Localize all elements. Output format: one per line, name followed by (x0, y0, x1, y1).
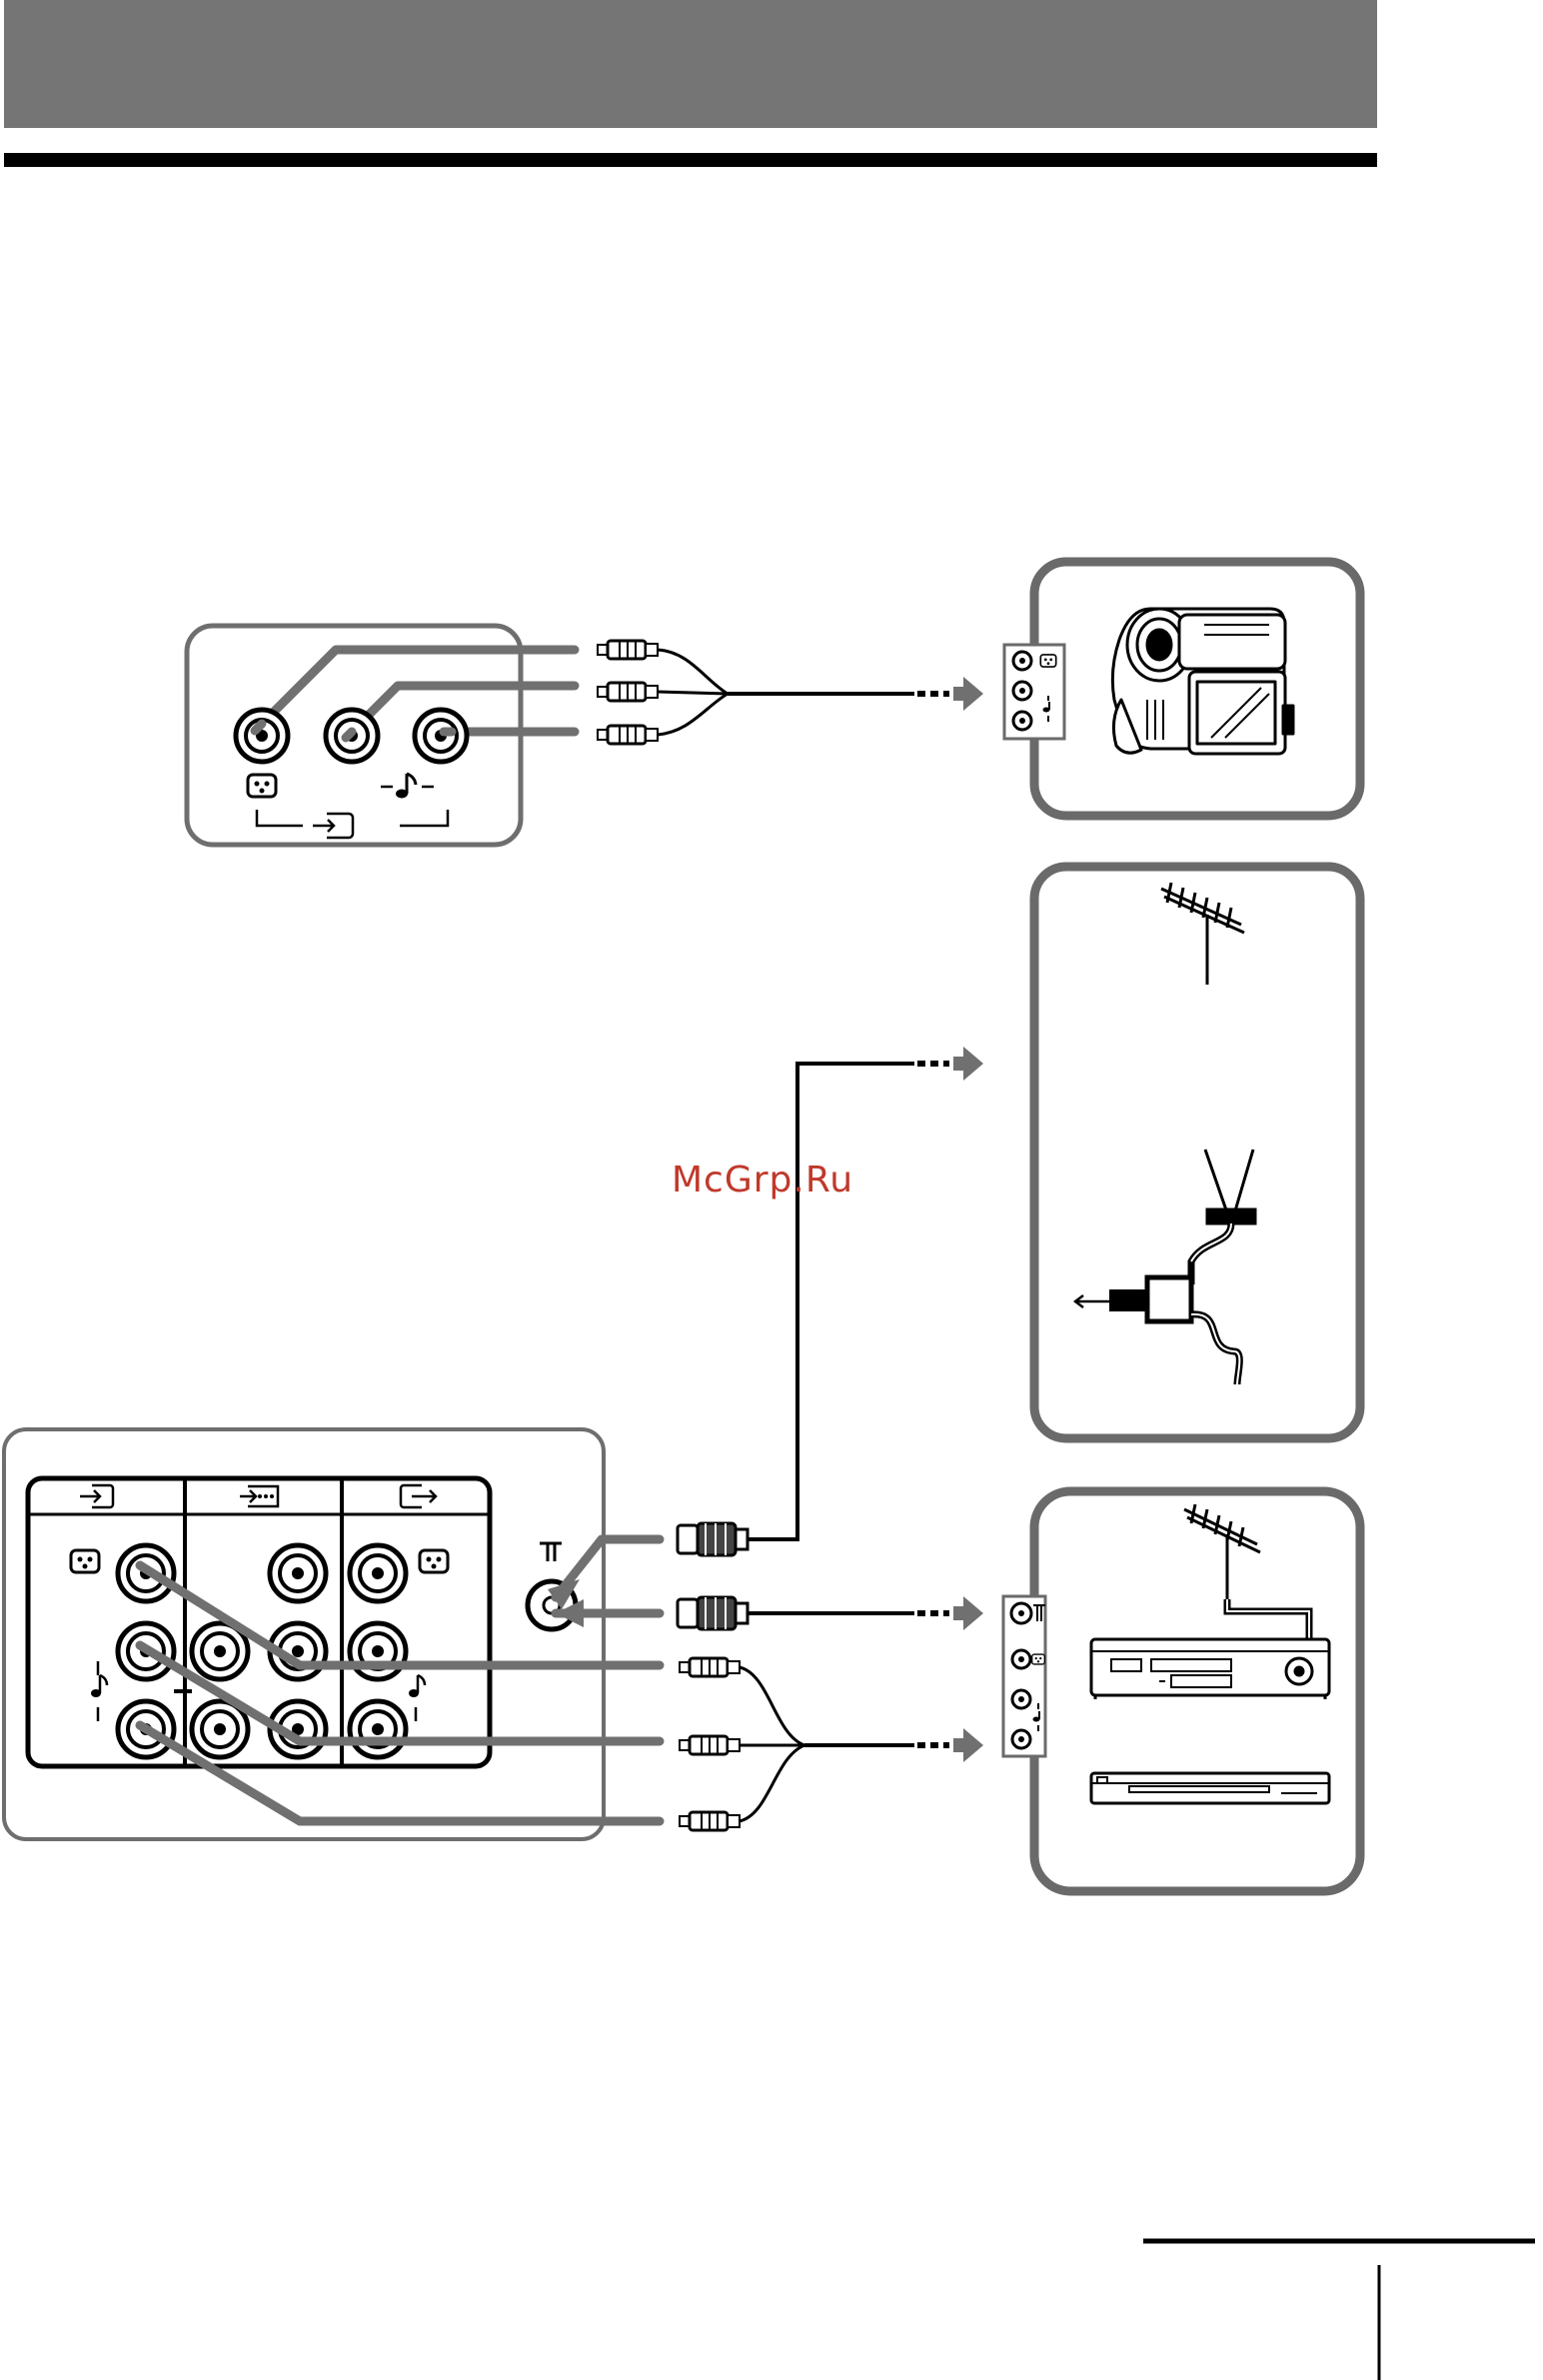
dvd-player-icon (1091, 1773, 1329, 1803)
video-icon (71, 1550, 99, 1572)
front-av-cable (598, 641, 983, 744)
output-audio-left-jack (350, 1623, 406, 1679)
output-video-jack (350, 1545, 406, 1601)
top-rule (4, 153, 1377, 167)
output-audio-right-jack (350, 1701, 406, 1757)
camcorder-box (1004, 562, 1360, 816)
footer-rule (1143, 2241, 1535, 2380)
camcorder-icon (1112, 609, 1293, 754)
audio-right-jack (415, 710, 467, 762)
rear-panel (4, 1429, 660, 1839)
vcr-box (1003, 1491, 1360, 1891)
video-icon (1032, 1654, 1045, 1664)
video-icon (1040, 655, 1055, 667)
front-panel (187, 626, 575, 845)
video-icon (420, 1550, 448, 1572)
s-video-jack (270, 1545, 326, 1601)
vcr-icon (1091, 1639, 1329, 1699)
video-icon (248, 775, 276, 797)
watermark-text: McGrp.Ru (672, 1160, 911, 1200)
header-band (4, 0, 1377, 128)
video-jack (236, 710, 288, 762)
antenna-box (1034, 867, 1360, 1438)
